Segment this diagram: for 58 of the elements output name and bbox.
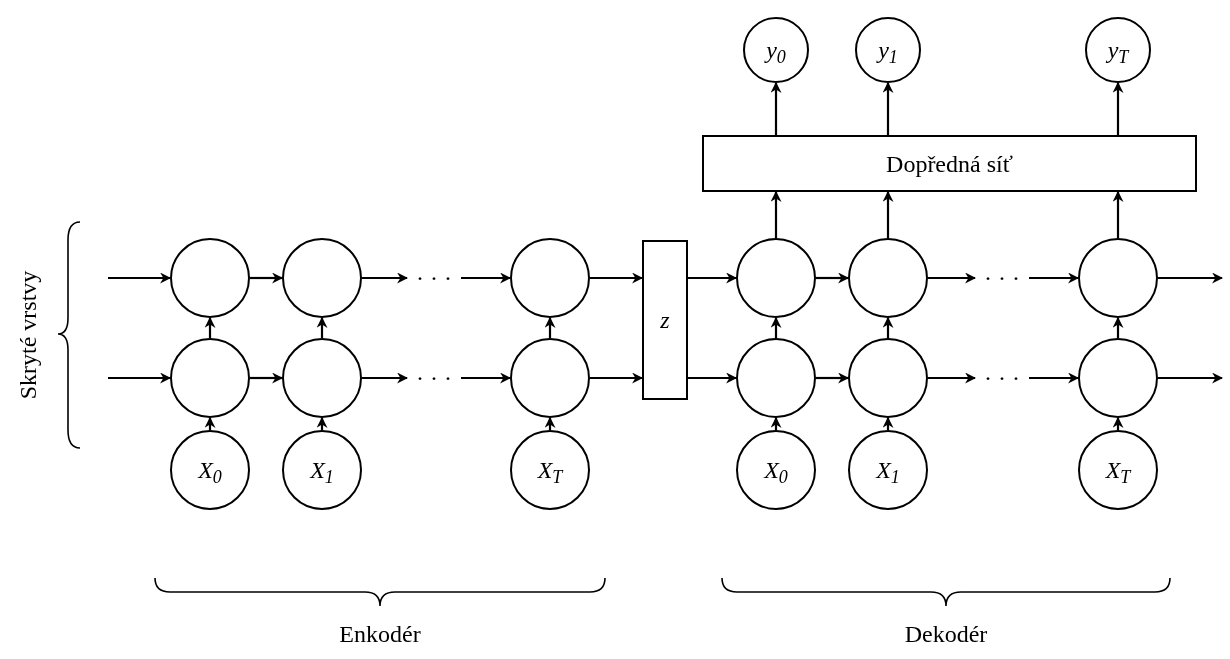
arrow	[108, 272, 172, 284]
arrow	[204, 416, 216, 430]
group-label: Dekodér	[904, 622, 988, 646]
node-label: X$_{0}$	[198, 458, 222, 482]
arrow	[1158, 372, 1224, 384]
arrow	[544, 316, 556, 338]
ellipsis: · · ·	[407, 266, 461, 290]
arrow	[590, 372, 644, 384]
arrow	[1112, 190, 1124, 238]
arrow	[461, 272, 512, 284]
node-label: y$_{0}$	[766, 38, 786, 62]
node-label: y$_{1}$	[878, 38, 898, 62]
arrow	[544, 416, 556, 430]
arrow	[1029, 372, 1080, 384]
node-label: Dopředná síť	[886, 151, 1013, 176]
arrow	[928, 272, 977, 284]
arrow	[688, 372, 738, 384]
arrow	[882, 81, 894, 135]
arrow	[816, 372, 850, 384]
rectangle-node	[642, 240, 688, 400]
group-label: Enkodér	[339, 622, 421, 646]
arrow	[362, 372, 409, 384]
arrow	[204, 316, 216, 338]
arrow	[590, 272, 644, 284]
arrow	[882, 190, 894, 238]
arrow	[1112, 416, 1124, 430]
ellipsis: · · ·	[975, 266, 1029, 290]
node-label: X$_{1}$	[876, 458, 900, 482]
arrow	[362, 272, 409, 284]
node-label: X$_{1}$	[310, 458, 334, 482]
node-label: X$_{0}$	[764, 458, 788, 482]
ellipsis: · · ·	[407, 366, 461, 390]
arrow	[250, 372, 284, 384]
arrow	[316, 416, 328, 430]
node-label: z	[660, 308, 670, 332]
arrow	[770, 190, 782, 238]
node-label: y$_{T}$	[1107, 38, 1129, 62]
axis-label: Skryté vrstvy	[16, 270, 40, 400]
node-label: X$_{T}$	[1105, 458, 1131, 482]
arrow	[770, 416, 782, 430]
arrow	[461, 372, 512, 384]
node-label: X$_{T}$	[537, 458, 563, 482]
arrow	[316, 316, 328, 338]
rectangle-node	[702, 135, 1197, 192]
arrow	[688, 272, 738, 284]
arrow	[770, 316, 782, 338]
arrow	[1158, 272, 1224, 284]
arrow	[108, 372, 172, 384]
arrow	[882, 416, 894, 430]
arrow	[816, 272, 850, 284]
arrow	[1112, 316, 1124, 338]
arrow	[1029, 272, 1080, 284]
arrow	[1112, 81, 1124, 135]
arrow	[882, 316, 894, 338]
arrow	[770, 81, 782, 135]
arrow	[250, 272, 284, 284]
ellipsis: · · ·	[975, 366, 1029, 390]
arrow	[928, 372, 977, 384]
